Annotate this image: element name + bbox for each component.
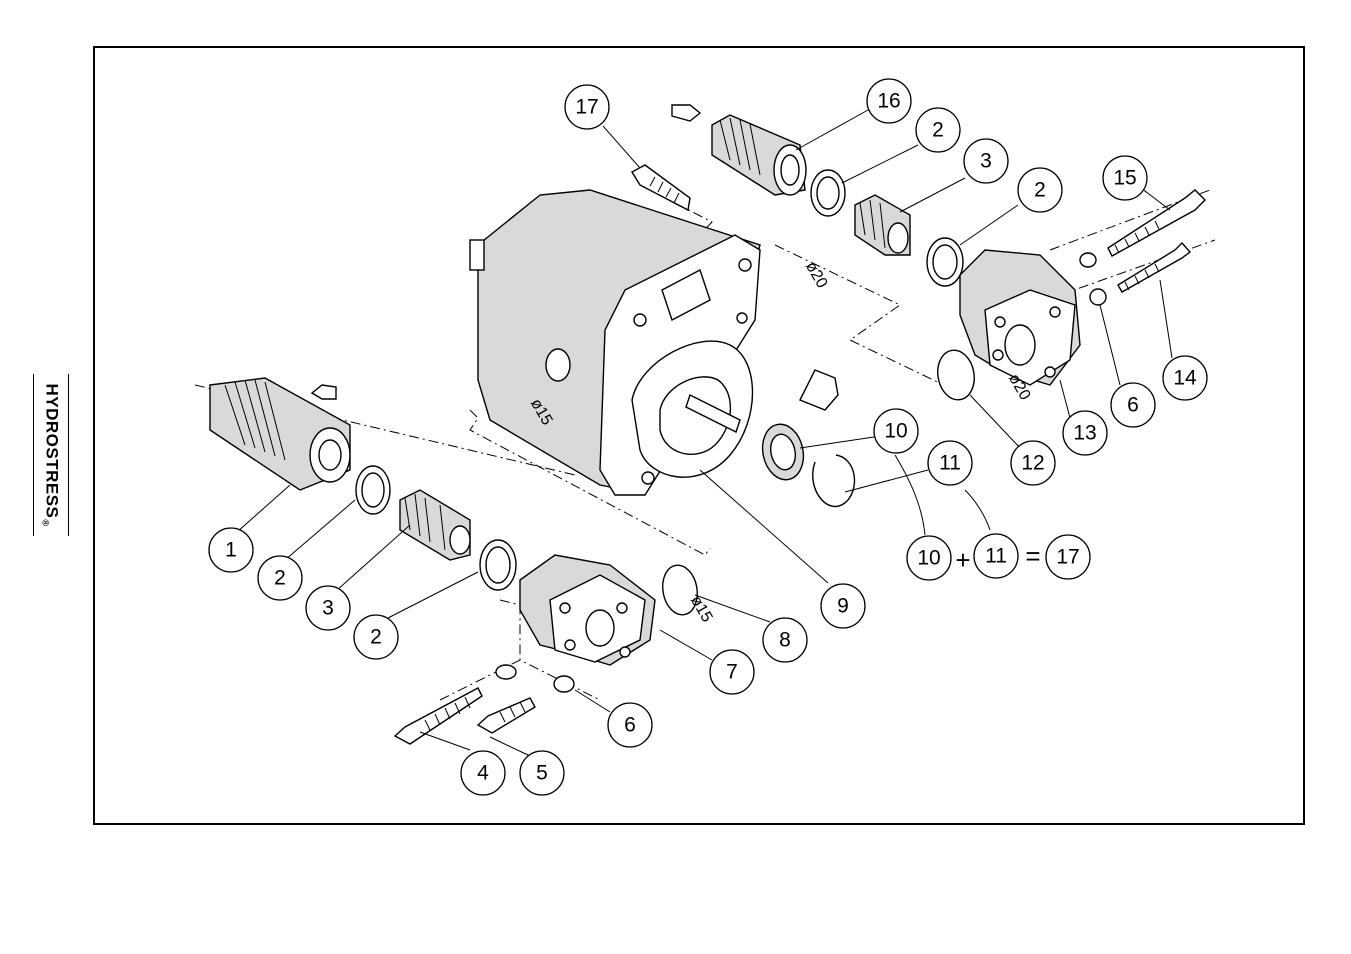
callout-1: 1 [208, 527, 254, 573]
callout-10: 10 [873, 408, 919, 454]
callout-2-right-b: 2 [1017, 167, 1063, 213]
svg-text:11: 11 [939, 452, 961, 475]
circlip [812, 454, 856, 508]
svg-text:13: 13 [1073, 422, 1096, 445]
elbow-flange-left [519, 554, 656, 666]
o-ring-right [937, 349, 975, 401]
equation-term-b: 11 [973, 533, 1019, 579]
svg-text:4: 4 [477, 762, 489, 785]
pump-body [469, 189, 761, 496]
callout-7: 7 [709, 649, 755, 695]
svg-text:11: 11 [985, 545, 1007, 568]
flow-arrow-right [671, 104, 702, 122]
shaft-seal [761, 423, 805, 481]
adapter-right [854, 194, 911, 256]
callout-12: 12 [1010, 440, 1056, 486]
svg-text:12: 12 [1021, 452, 1044, 475]
callout-13: 13 [1062, 410, 1108, 456]
svg-text:3: 3 [322, 597, 334, 620]
svg-text:10: 10 [917, 547, 940, 570]
callout-17: 17 [564, 84, 610, 130]
svg-text:5: 5 [536, 762, 548, 785]
callout-2-right-a: 2 [915, 107, 961, 153]
callout-2-left-b: 2 [353, 614, 399, 660]
seal-ring-right-b [926, 237, 964, 287]
callout-15: 15 [1102, 155, 1148, 201]
seal-ring-left-b [479, 539, 517, 591]
bolt-short-right [1117, 241, 1192, 293]
svg-text:17: 17 [575, 96, 598, 119]
hose-coupling-left [209, 377, 351, 491]
washer-left-a [495, 664, 517, 680]
elbow-flange-right [959, 249, 1081, 386]
svg-text:16: 16 [877, 90, 900, 113]
svg-text:3: 3 [980, 150, 992, 173]
equation-result: 17 [1045, 534, 1091, 580]
callout-4: 4 [460, 750, 506, 796]
dimension-label-dia-20-top: ø20 [802, 259, 831, 291]
callout-3-left: 3 [305, 585, 351, 631]
adapter-left [399, 489, 471, 561]
seal-ring-right-a [810, 169, 846, 217]
kit-equation: 10 + 11 = 17 [906, 533, 1091, 581]
callout-5: 5 [519, 750, 565, 796]
washer-left-b [553, 675, 575, 693]
callout-9: 9 [820, 583, 866, 629]
brand-label: HYDROSTRESS® [33, 374, 69, 536]
svg-text:2: 2 [932, 119, 944, 142]
svg-text:10: 10 [884, 420, 907, 443]
bolt-long-right [1107, 189, 1206, 257]
leader-lines [236, 109, 1173, 757]
callout-16: 16 [866, 78, 912, 124]
svg-text:17: 17 [1056, 546, 1079, 569]
equation-plus: + [955, 545, 970, 575]
svg-text:9: 9 [837, 595, 849, 618]
diagram-frame [93, 46, 1305, 825]
svg-text:14: 14 [1173, 367, 1197, 390]
bolt-long-left [393, 687, 483, 745]
svg-text:2: 2 [274, 567, 286, 590]
equation-equals: = [1025, 541, 1040, 571]
flow-arrow-left [310, 384, 337, 400]
washer-right-b [1089, 288, 1107, 306]
callout-11: 11 [927, 440, 973, 486]
washer-right-a [1079, 252, 1097, 268]
callout-3-right: 3 [963, 138, 1009, 184]
svg-text:6: 6 [624, 714, 636, 737]
seal-detail-sketch [799, 369, 839, 411]
svg-text:7: 7 [726, 661, 738, 684]
svg-text:1: 1 [225, 539, 237, 562]
o-ring-left [662, 564, 698, 616]
svg-text:2: 2 [370, 626, 382, 649]
svg-text:2: 2 [1034, 179, 1046, 202]
bolt-top [631, 164, 691, 212]
bolt-short-left [476, 697, 536, 734]
svg-text:15: 15 [1113, 167, 1136, 190]
callout-2-left-a: 2 [257, 555, 303, 601]
svg-text:8: 8 [779, 629, 791, 652]
hose-coupling-right [711, 114, 807, 196]
svg-text:6: 6 [1127, 394, 1139, 417]
seal-ring-left-a [355, 465, 391, 515]
callout-6-right: 6 [1110, 382, 1156, 428]
callout-14: 14 [1162, 355, 1208, 401]
equation-term-a: 10 [906, 535, 952, 581]
callout-6-left: 6 [607, 702, 653, 748]
callout-8: 8 [762, 617, 808, 663]
